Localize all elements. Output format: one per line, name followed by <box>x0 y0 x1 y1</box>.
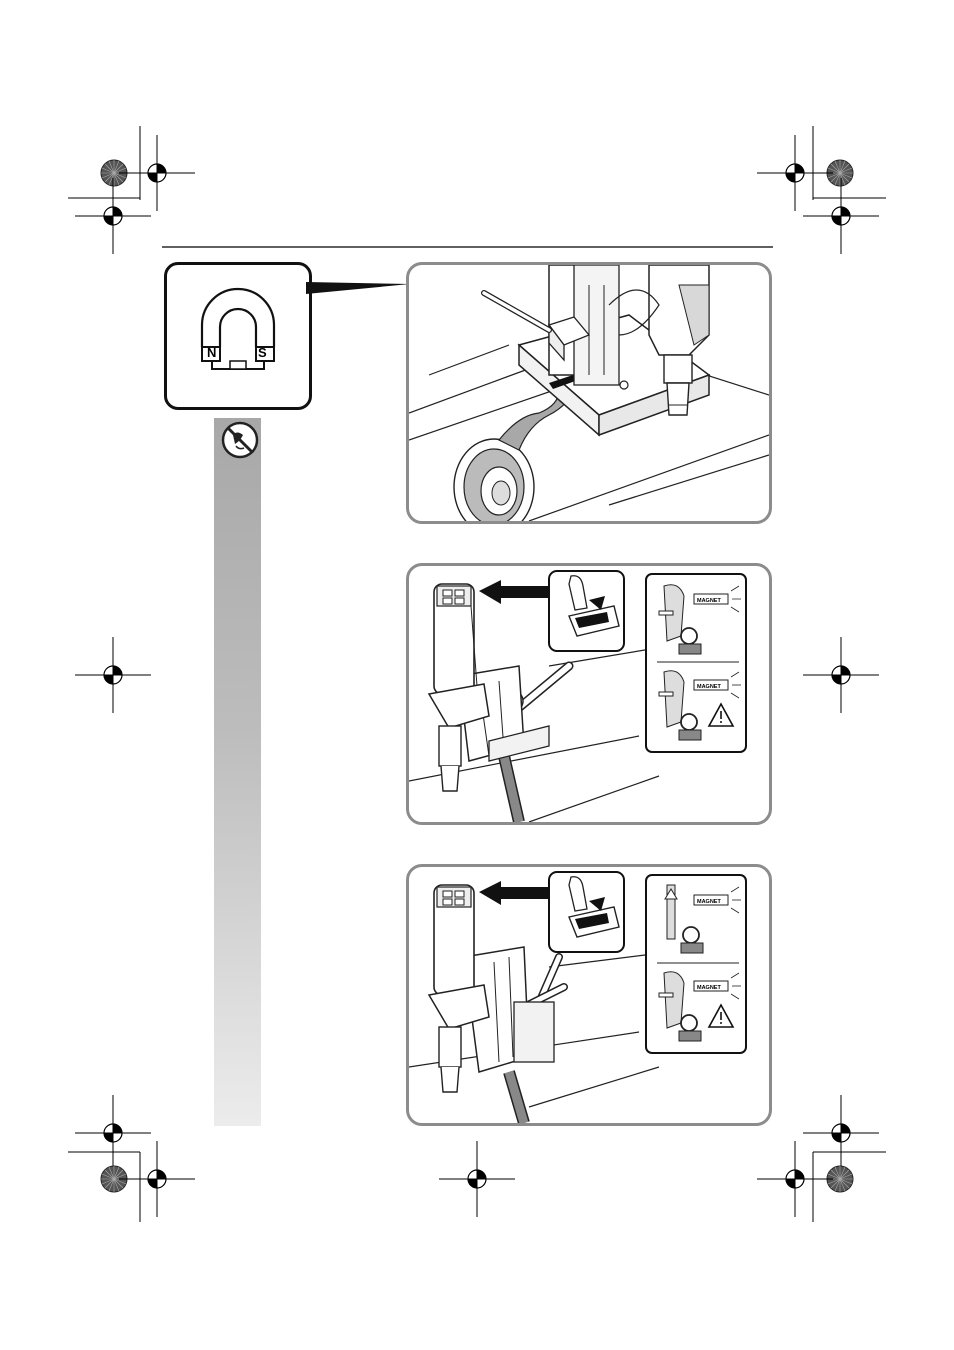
step-2-illustration-panel: MAGNET MAGNET <box>406 563 772 825</box>
step-1-illustration-panel <box>406 262 772 524</box>
magnet-indicator-label: MAGNET <box>697 684 721 690</box>
drill-magnet-switch-illustration <box>409 566 769 822</box>
magnet-indicator-label: MAGNET <box>697 899 721 905</box>
magnet-indicator-label: MAGNET <box>697 985 721 991</box>
magnet-icon <box>190 285 286 377</box>
no-pacemaker-icon <box>221 421 259 459</box>
step-3-illustration-panel: MAGNET MAGNET <box>406 864 772 1126</box>
drill-magnet-switch-side-illustration <box>409 867 769 1123</box>
drill-on-tape-illustration <box>409 265 769 521</box>
magnet-indicator-label: MAGNET <box>697 598 721 604</box>
magnet-pole-north: N <box>207 346 216 360</box>
callout-pointer <box>306 280 410 296</box>
magnet-pole-south: S <box>258 346 267 360</box>
sidebar-gradient-bar <box>214 418 261 1126</box>
